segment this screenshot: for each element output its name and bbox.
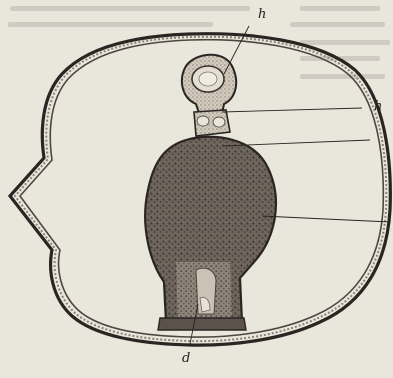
label-bottom-d: d	[182, 352, 190, 365]
label-right-h: h	[374, 100, 382, 113]
label-top-h: h	[258, 8, 266, 21]
gut-mass	[145, 137, 276, 330]
